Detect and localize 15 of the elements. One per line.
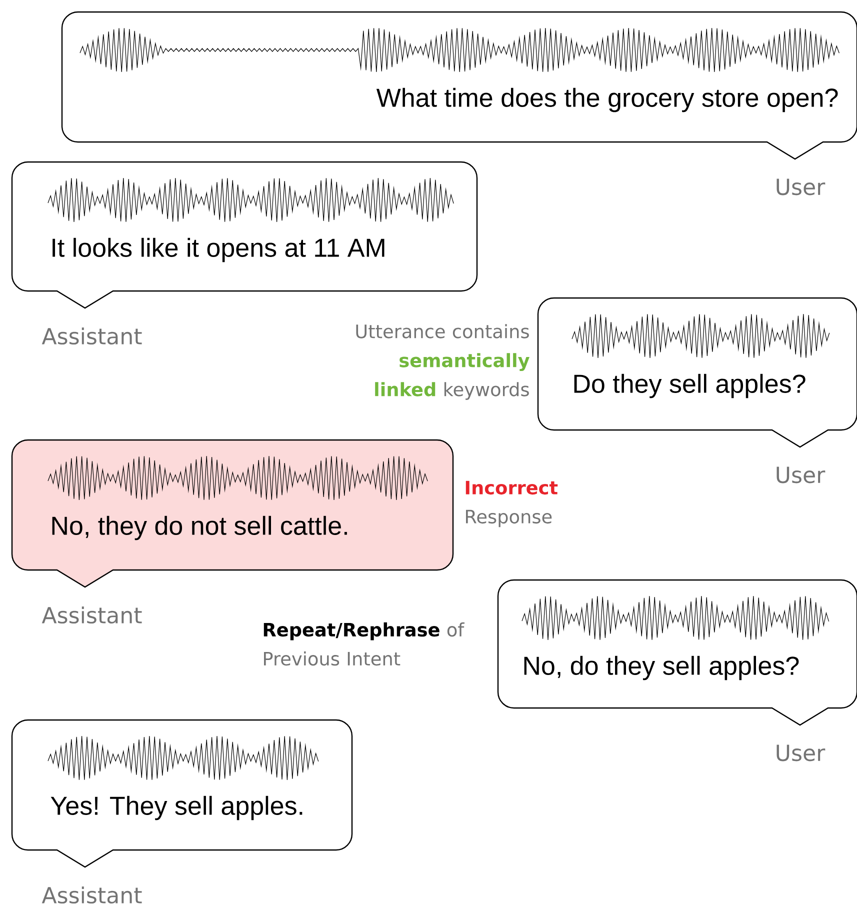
speech-bubble: Do they sell apples? xyxy=(537,297,857,448)
speech-bubble: Yes! They sell apples. xyxy=(11,719,353,868)
speaker-label: Assistant xyxy=(42,886,142,904)
speaker-label: Assistant xyxy=(42,327,142,345)
speaker-label: User xyxy=(776,466,826,484)
speech-bubble: It looks like it opens at 11 AM xyxy=(11,161,478,309)
annotation-text: Incorrect Response xyxy=(466,480,558,528)
speaker-label: User xyxy=(776,744,826,762)
speaker-label: User xyxy=(776,178,826,196)
speaker-label: Assistant xyxy=(42,606,142,624)
speech-bubble: What time does the grocery store open? xyxy=(61,11,857,160)
annotation-text: Repeat/Rephrase of Previous Intent xyxy=(264,622,464,666)
speech-bubble: No, do they sell apples? xyxy=(497,579,857,726)
annotation-text: Utterance contains semantically linked keywords xyxy=(356,324,530,400)
speech-bubble: No, they do not sell cattle. xyxy=(11,439,454,588)
